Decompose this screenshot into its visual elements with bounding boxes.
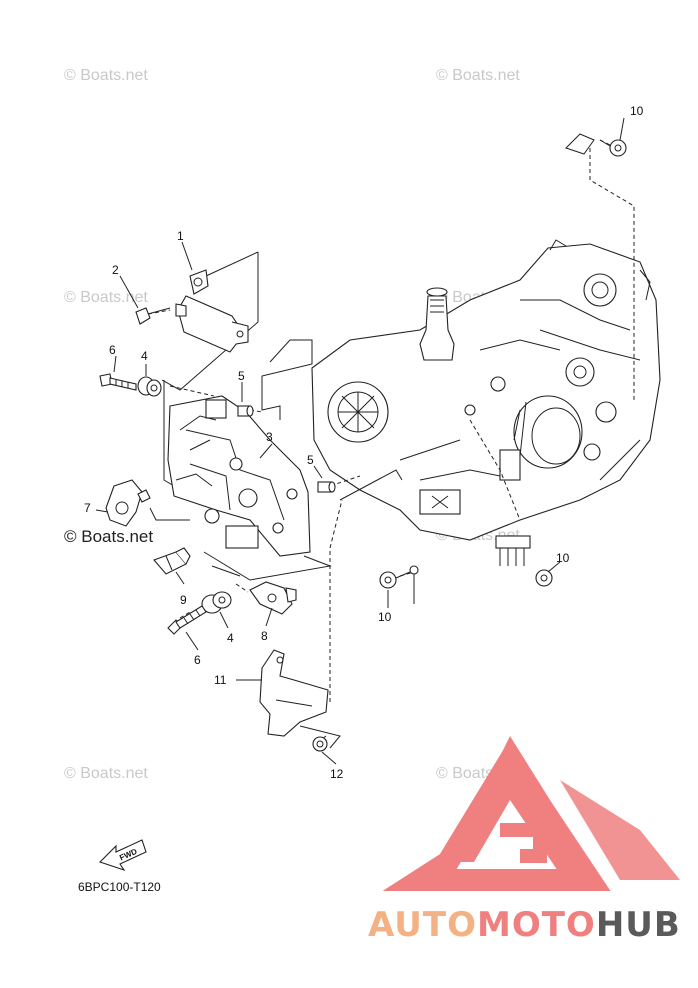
part-4-grommet-upper[interactable] [137, 376, 162, 397]
part-12-bolt[interactable] [312, 736, 328, 752]
label-part-4-upper: 4 [141, 349, 148, 363]
watermark-mid-left: © Boats.net [64, 289, 148, 306]
watermark-prominent: © Boats.net [64, 527, 153, 546]
label-part-8: 8 [261, 629, 268, 643]
part-2-bolt[interactable] [135, 307, 171, 325]
label-part-4-lower: 4 [227, 631, 234, 645]
label-part-10-mid: 10 [378, 610, 392, 624]
part-11-plate[interactable] [259, 649, 329, 737]
label-part-9: 9 [180, 593, 187, 607]
callout-leaders [95, 117, 625, 765]
label-part-10-top: 10 [630, 104, 644, 118]
engine-block [311, 239, 661, 566]
watermark-bottom-left: © Boats.net [64, 765, 148, 782]
diagram-code: 6BPC100-T120 [78, 880, 161, 894]
watermark-top-right: © Boats.net [436, 67, 520, 84]
label-part-10-right: 10 [556, 551, 570, 565]
label-part-6-upper: 6 [109, 343, 116, 357]
watermark-top-left: © Boats.net [64, 67, 148, 84]
label-part-11: 11 [214, 673, 227, 687]
label-part-5-upper: 5 [238, 369, 245, 383]
part-10-bolt-top[interactable] [565, 133, 627, 157]
part-1-control-unit[interactable] [175, 269, 249, 353]
part-4-grommet-lower[interactable] [201, 591, 232, 614]
frame-lines [149, 251, 403, 749]
part-9-connector[interactable] [153, 547, 191, 575]
part-7-clamp[interactable] [105, 479, 151, 527]
label-part-12: 12 [330, 767, 344, 781]
automotohub-logo: AUTOMOTOHUB [368, 736, 681, 945]
fwd-arrow-icon: FWD [98, 839, 147, 872]
leader-lines [131, 139, 635, 743]
part-6-bolt-upper[interactable] [99, 373, 137, 391]
part-8-clamp[interactable] [249, 581, 297, 615]
part-3-bracket[interactable] [167, 395, 311, 557]
logo-text: AUTOMOTOHUB [368, 905, 681, 945]
label-part-6-lower: 6 [194, 653, 201, 667]
part-5-collar-lower[interactable] [317, 481, 336, 493]
part-10-bolt-mid[interactable] [379, 565, 419, 604]
part-10-bolt-right[interactable] [535, 569, 553, 587]
label-part-2: 2 [112, 263, 119, 277]
label-part-5-lower: 5 [307, 453, 314, 467]
part-number-labels: 1 2 3 4 4 5 5 6 6 7 8 9 10 10 10 11 12 [84, 104, 644, 781]
part-5-collar-upper[interactable] [237, 405, 254, 417]
label-part-1: 1 [177, 229, 184, 243]
part-6-bolt-lower[interactable] [167, 605, 207, 635]
label-part-7: 7 [84, 501, 91, 515]
label-part-3: 3 [266, 430, 273, 444]
